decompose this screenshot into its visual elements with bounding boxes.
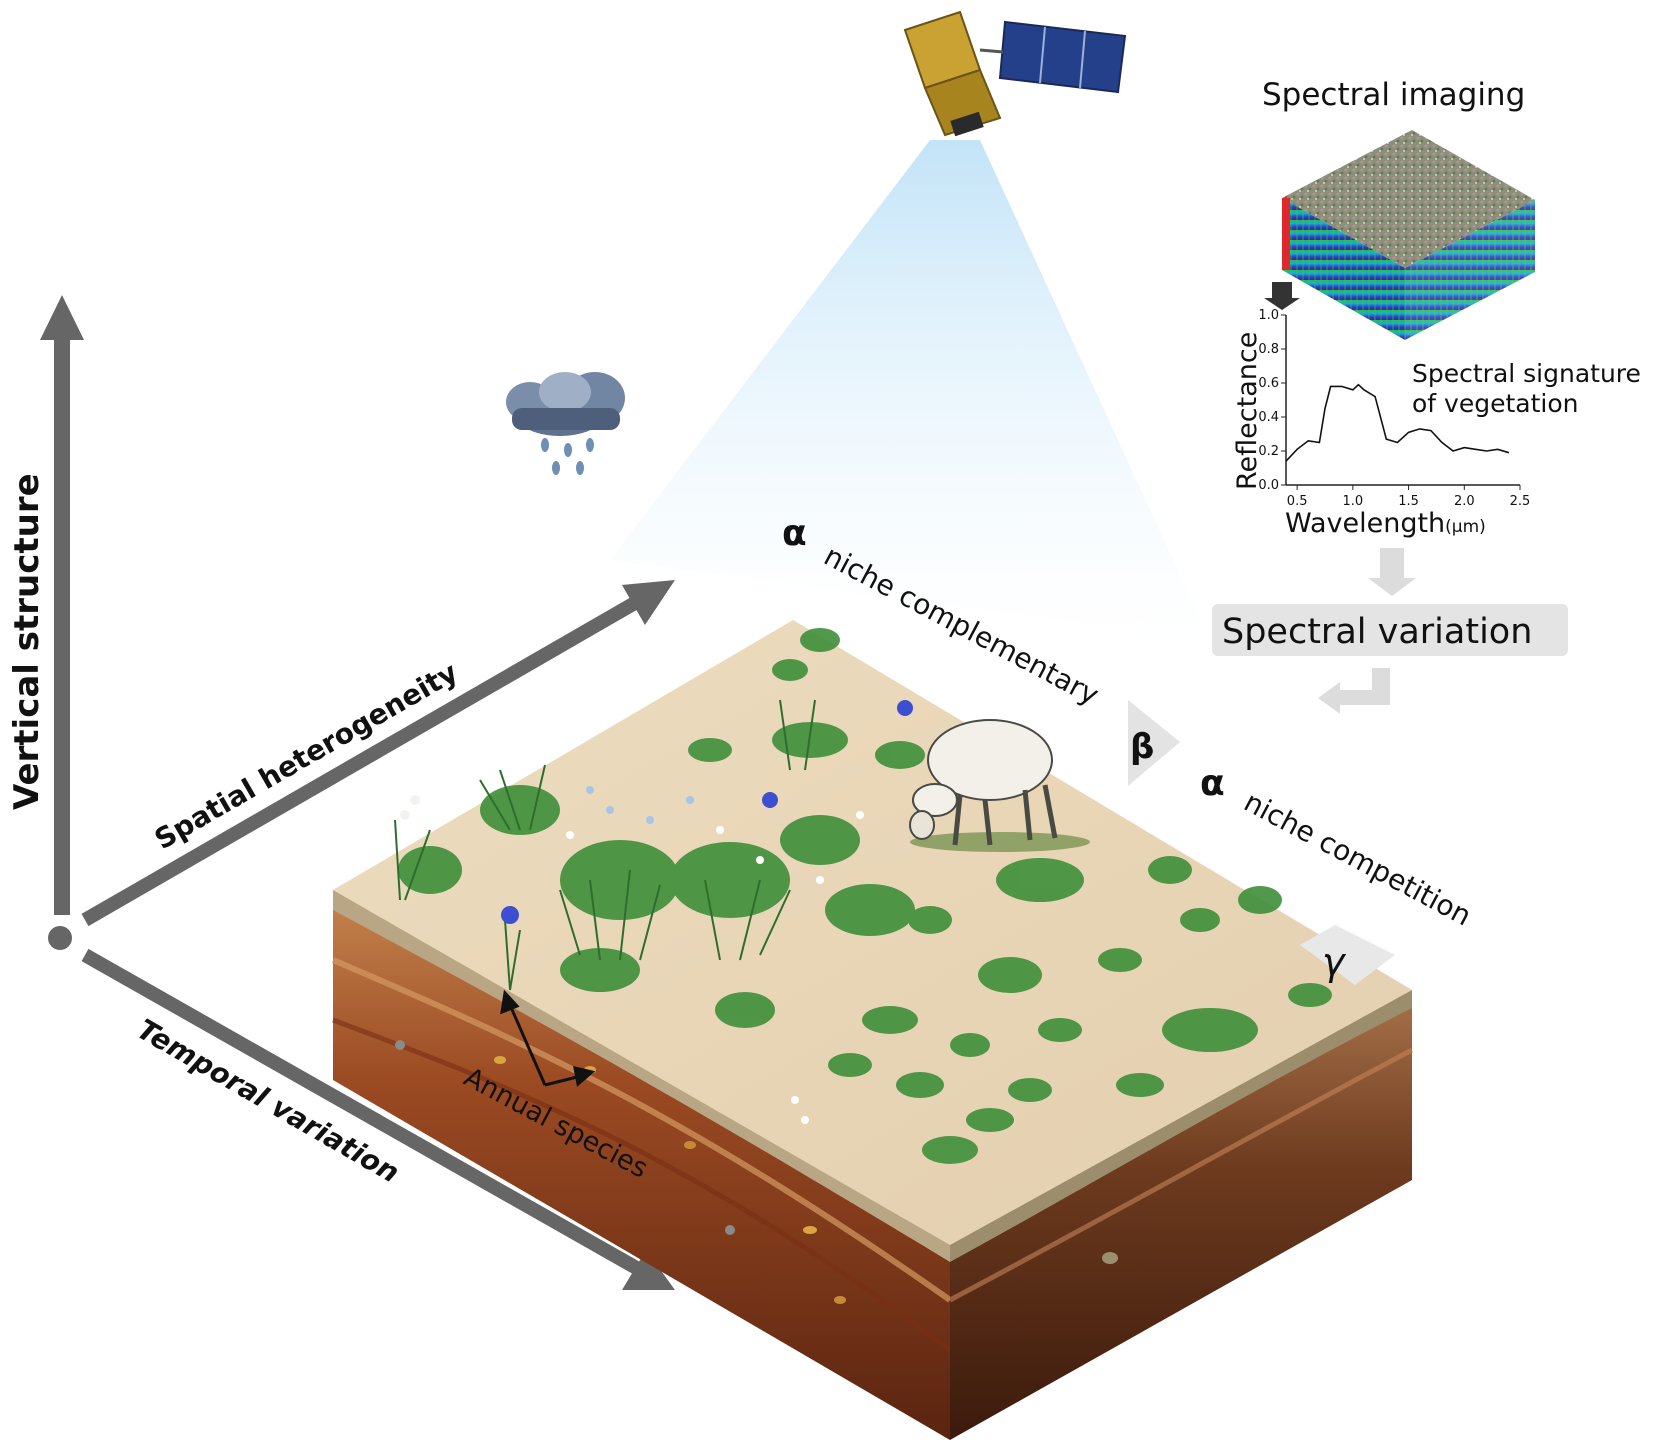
x-tick-label: 2.5 <box>1510 494 1531 509</box>
y-tick-label: 1.0 <box>1258 308 1279 323</box>
gamma-symbol: γ <box>1322 940 1347 984</box>
beta-symbol: β <box>1130 727 1154 767</box>
rain-cloud-icon <box>506 372 625 475</box>
signature-label-line1: Spectral signature <box>1412 359 1641 388</box>
beta-arrow <box>1128 700 1180 786</box>
signature-label-line2: of vegetation <box>1412 389 1578 418</box>
gamma-badge <box>1300 925 1395 985</box>
spectral-variation-label: Spectral variation <box>1222 612 1532 652</box>
annual-species-arrows <box>500 989 596 1087</box>
y-tick-label: 0.0 <box>1258 478 1279 493</box>
spectral-chart: 0.5 1.0 1.5 2.0 2.5 0.0 0.2 0.4 0.6 0.8 1.0 <box>1258 308 1530 509</box>
vegetation <box>394 628 1332 1164</box>
axes <box>40 295 675 1290</box>
y-tick-label: 0.8 <box>1258 342 1279 357</box>
x-tick-label: 2.0 <box>1454 494 1475 509</box>
reflectance-axis-label: Reflectance <box>1232 332 1263 490</box>
spectral-imaging-title: Spectral imaging <box>1262 77 1525 113</box>
y-tick-label: 0.4 <box>1258 410 1279 425</box>
alpha-bottom-symbol: α <box>1200 763 1225 804</box>
wavelength-unit: (μm) <box>1445 517 1486 537</box>
spectral-variation-box <box>1212 604 1568 656</box>
sheep-icon <box>909 719 1090 852</box>
satellite-beam <box>610 140 1210 640</box>
flow-return-arrow <box>1318 668 1390 714</box>
hyperspectral-cube <box>1282 130 1535 340</box>
spectral-signature-line <box>1285 383 1510 462</box>
down-arrow-icon <box>1264 282 1300 310</box>
y-tick-label: 0.6 <box>1258 376 1279 391</box>
x-tick-label: 1.5 <box>1398 494 1419 509</box>
soil-side-face <box>950 990 1412 1440</box>
wavelength-axis-label: Wavelength(μm) <box>1285 508 1486 539</box>
x-tick-label: 1.0 <box>1343 494 1364 509</box>
spatial-heterogeneity-label: Spatial heterogeneity <box>149 656 463 857</box>
satellite-icon <box>903 10 1127 137</box>
x-tick-label: 0.5 <box>1287 494 1308 509</box>
vertical-structure-label: Vertical structure <box>7 473 47 810</box>
y-tick-label: 0.2 <box>1258 444 1279 459</box>
alpha-top-symbol: α <box>782 513 807 554</box>
flow-down-arrow <box>1368 548 1416 596</box>
